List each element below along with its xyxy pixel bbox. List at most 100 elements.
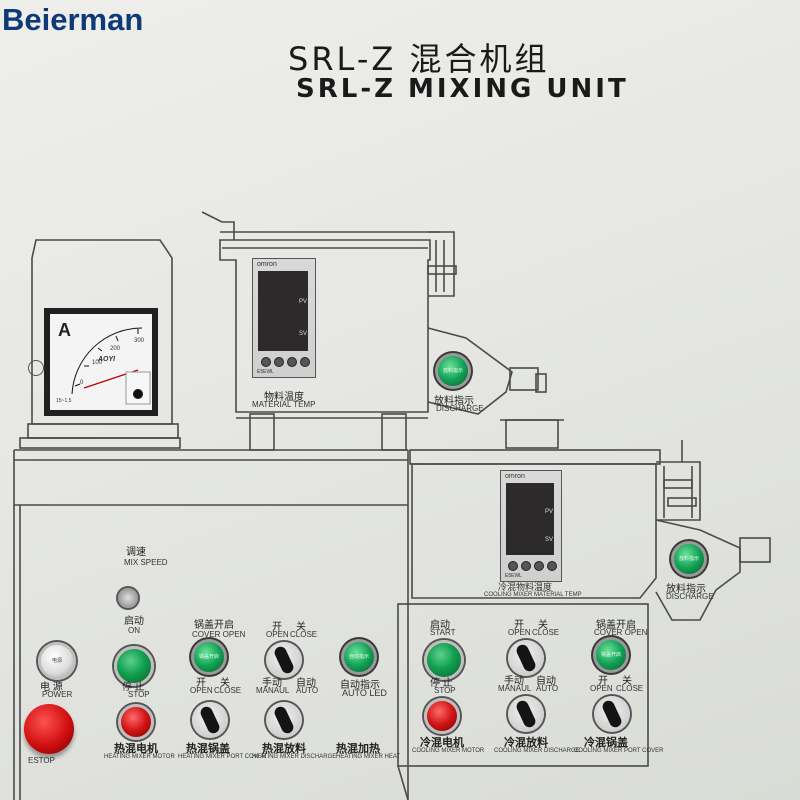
heating-cover-open-indicator-label-en: COVER OPEN [192, 630, 246, 639]
power-label-en: POWER [42, 690, 73, 699]
heating-controller-sv: SV [299, 331, 308, 337]
ammeter-tick-0: 0 [80, 380, 84, 386]
cooling-discharge-open-en: OPEN [508, 628, 531, 637]
cooling-controller-sv: SV [545, 537, 554, 543]
cooling-controller-key-4[interactable] [547, 561, 557, 571]
heating-cover-selector[interactable] [192, 702, 228, 738]
heating-controller-key-2[interactable] [274, 357, 284, 367]
heating-motor-label-en: HEATING MIXER MOTOR [104, 754, 175, 760]
cooling-cover-open-indicator-label-en: COVER OPEN [594, 628, 648, 637]
mix-speed-knob[interactable] [118, 588, 138, 608]
cooling-cover-selector[interactable] [594, 696, 630, 732]
material-temp-label-en: MATERIAL TEMP [252, 400, 316, 409]
heating-discharge-indicator: 放料指示 [438, 356, 468, 386]
mix-speed-label-en: MIX SPEED [124, 558, 168, 567]
auto-led-label-en: AUTO LED [342, 688, 387, 698]
heating-motor-stop-button[interactable] [118, 704, 154, 740]
cooling-motor-start-button[interactable] [424, 640, 464, 680]
heating-motor-start-label-en: ON [128, 626, 140, 635]
heating-cover-open-indicator: 锅盖开启 [194, 642, 224, 672]
cooling-discharge-open-close-selector[interactable] [508, 640, 544, 676]
heating-discharge-close-cn: 关 [296, 622, 306, 633]
cooling-cover-open-indicator: 锅盖开启 [596, 640, 626, 670]
cooling-temp-controller: omron PV SV E5EWL [500, 470, 562, 582]
heating-discharge-label-cn: 热混放料 [262, 743, 306, 755]
heating-cover-label-cn: 热混锅盖 [186, 743, 230, 755]
ammeter-mount [28, 360, 44, 376]
cooling-cover-open-indicator-label-cn: 锅盖开启 [596, 620, 636, 631]
ammeter-scale [71, 327, 151, 405]
cooling-discharge-close-en: CLOSE [532, 628, 560, 637]
cooling-motor-label-cn: 冷混电机 [420, 737, 464, 749]
power-lamp: 电源 [38, 642, 76, 680]
heating-controller-brand: omron [257, 261, 277, 268]
heating-discharge-manual-auto-selector[interactable] [266, 702, 302, 738]
page-title-chinese: SRL-Z 混合机组 [288, 40, 550, 78]
ammeter-brand: AOYI [98, 356, 116, 363]
cooling-discharge-open-cn: 开 [514, 620, 524, 631]
cooling-cover-label-cn: 冷混锅盖 [584, 737, 628, 749]
emergency-stop-button[interactable] [24, 704, 74, 754]
mix-speed-label-cn: 调速 [126, 547, 146, 558]
cooling-discharge-manual-cn: 手动 [504, 676, 524, 687]
heating-discharge-open-cn: 开 [272, 622, 282, 633]
cooling-discharge-indicator: 放料指示 [674, 544, 704, 574]
cooling-controller-key-1[interactable] [508, 561, 518, 571]
auto-led-indicator: 自动指示 [344, 642, 374, 672]
heating-controller-key-4[interactable] [300, 357, 310, 367]
cooling-controller-pv: PV [545, 509, 554, 515]
heating-discharge-label-en: HEATING MIXER DISCHARGE [252, 754, 337, 760]
heating-discharge-close-en: CLOSE [290, 630, 318, 639]
ammeter-tick-100: 100 [92, 360, 103, 366]
cooling-cover-open-en: OPEN [590, 684, 613, 693]
heating-discharge-manual-cn: 手动 [262, 678, 282, 689]
cooling-controller-key-3[interactable] [534, 561, 544, 571]
cooling-cover-close-cn: 关 [622, 676, 632, 687]
cooling-cover-open-cn: 开 [598, 676, 608, 687]
page-title-english: SRL-Z MIXING UNIT [296, 74, 629, 104]
heating-cover-open-indicator-label-cn: 锅盖开启 [194, 620, 234, 631]
heating-discharge-open-close-selector[interactable] [266, 642, 302, 678]
ammeter-tick-200: 200 [110, 346, 121, 352]
cooling-motor-stop-label-cn: 停 止 [430, 678, 453, 689]
heating-cover-close-cn: 关 [220, 678, 230, 689]
cooling-motor-stop-button[interactable] [424, 698, 460, 734]
heating-motor-start-button[interactable] [114, 646, 154, 686]
discharge-right-label-en: DISCHARGE [666, 592, 714, 601]
cooling-cover-close-en: CLOSE [616, 684, 644, 693]
cooling-discharge-label-cn: 冷混放料 [504, 737, 548, 749]
cooling-motor-start-label-cn: 启动 [430, 620, 450, 631]
heating-controller-pv: PV [299, 299, 308, 305]
ammeter-spec: 15~1.5 [56, 398, 72, 404]
heating-discharge-auto-cn: 自动 [296, 678, 316, 689]
estop-label: ESTOP [28, 756, 55, 765]
cooling-discharge-close-cn: 关 [538, 620, 548, 631]
heating-motor-start-label-cn: 启动 [124, 616, 144, 627]
cooling-motor-label-en: COOLING MIXER MOTOR [412, 748, 485, 754]
cooling-discharge-auto-en: AUTO [536, 684, 559, 693]
ammeter-unit: A [58, 320, 71, 340]
heating-motor-stop-label-en: STOP [128, 690, 150, 699]
auto-led-label-cn: 自动指示 [340, 680, 380, 691]
cooling-motor-stop-label-en: STOP [434, 686, 456, 695]
discharge-top-label-cn: 放料指示 [434, 396, 474, 407]
heating-controller-key-3[interactable] [287, 357, 297, 367]
heating-temp-controller: omron PV SV E5EWL [252, 258, 316, 378]
heating-discharge-auto-en: AUTO [296, 686, 319, 695]
heating-controller-key-1[interactable] [261, 357, 271, 367]
heating-controller-display [258, 271, 308, 351]
cooling-material-temp-label-cn: 冷混物料温度 [498, 582, 553, 592]
heating-discharge-open-en: OPEN [266, 630, 289, 639]
cooling-controller-model: E5EWL [505, 573, 522, 579]
material-temp-label-cn: 物料温度 [264, 392, 304, 403]
ammeter-tick-300: 300 [134, 338, 145, 344]
cooling-controller-key-2[interactable] [521, 561, 531, 571]
cooling-discharge-label-en: COOLING MIXER DISCHARGE [494, 748, 580, 754]
heating-heat-label-en: HEATING MIXER HEAT [336, 754, 401, 760]
cooling-material-temp-label-en: COOLING MIXER MATERIAL TEMP [484, 592, 582, 598]
cooling-discharge-manual-auto-selector[interactable] [508, 696, 544, 732]
heating-controller-model: E5EWL [257, 369, 274, 375]
heating-heat-label-cn: 热混加热 [336, 743, 380, 755]
